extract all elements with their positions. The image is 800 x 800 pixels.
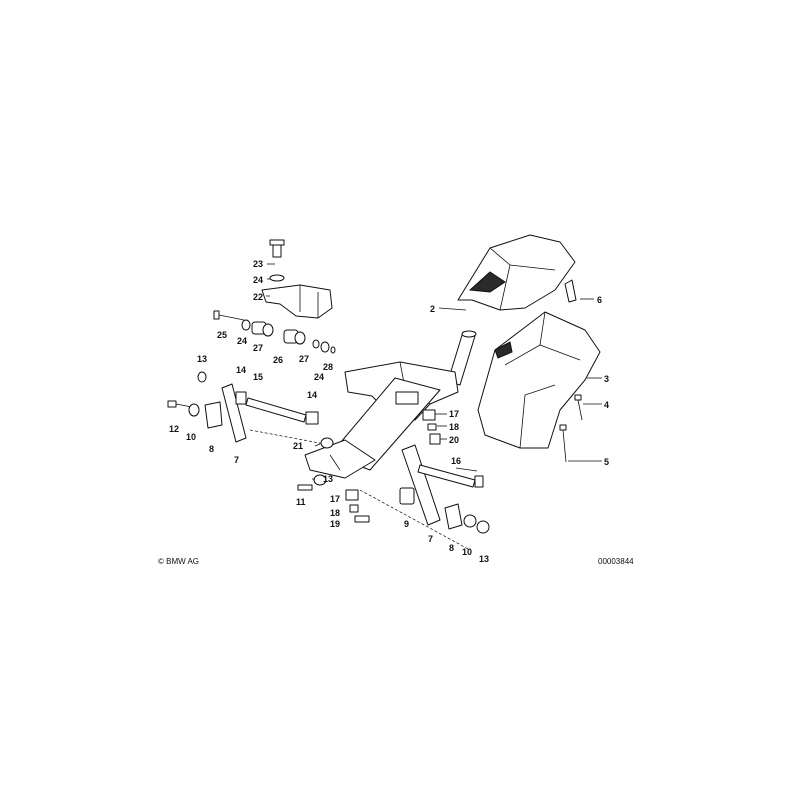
label-8-right: 8 [449, 543, 454, 553]
label-3: 3 [604, 374, 609, 384]
upper-cover [457, 234, 576, 311]
label-9: 9 [404, 519, 409, 529]
right-bracket-set [399, 444, 490, 534]
steering-column [304, 330, 477, 479]
leader-lines [266, 263, 602, 480]
label-25: 25 [217, 330, 227, 340]
label-15: 15 [253, 372, 263, 382]
label-7-left: 7 [234, 455, 239, 465]
label-7-right: 7 [428, 534, 433, 544]
cover-screws [559, 279, 583, 463]
label-6: 6 [597, 295, 602, 305]
label-10-right: 10 [462, 547, 472, 557]
label-14-center: 14 [307, 390, 317, 400]
lower-cover [477, 311, 601, 449]
label-19: 19 [330, 519, 340, 529]
label-24-top: 24 [253, 275, 263, 285]
label-13-center: 13 [323, 474, 333, 484]
bracket-assembly [261, 239, 333, 319]
label-4: 4 [604, 400, 609, 410]
label-11: 11 [296, 497, 306, 507]
label-5: 5 [604, 457, 609, 467]
copyright-text: © BMW AG [158, 557, 199, 566]
label-18-center: 18 [330, 508, 340, 518]
bushing-row [213, 310, 336, 354]
label-22: 22 [253, 292, 263, 302]
label-2: 2 [430, 304, 435, 314]
part-labels: 2 3 4 5 6 7 7 8 8 9 10 10 11 12 13 13 13… [169, 259, 609, 564]
label-13-right: 13 [479, 554, 489, 564]
label-12: 12 [169, 424, 179, 434]
label-20: 20 [449, 435, 459, 445]
label-17-right: 17 [449, 409, 459, 419]
label-28: 28 [323, 362, 333, 372]
center-hardware [297, 409, 471, 551]
left-bracket-set [167, 371, 331, 446]
drawing-number: 00003844 [598, 557, 634, 566]
label-14-left: 14 [236, 365, 246, 375]
label-26: 26 [273, 355, 283, 365]
label-27-right: 27 [299, 354, 309, 364]
label-24-mid: 24 [237, 336, 247, 346]
label-24-right: 24 [314, 372, 324, 382]
label-17-center: 17 [330, 494, 340, 504]
label-27-left: 27 [253, 343, 263, 353]
label-18-right: 18 [449, 422, 459, 432]
label-16: 16 [451, 456, 461, 466]
label-23: 23 [253, 259, 263, 269]
label-13-left: 13 [197, 354, 207, 364]
label-10-left: 10 [186, 432, 196, 442]
label-8-left: 8 [209, 444, 214, 454]
label-21: 21 [293, 441, 303, 451]
